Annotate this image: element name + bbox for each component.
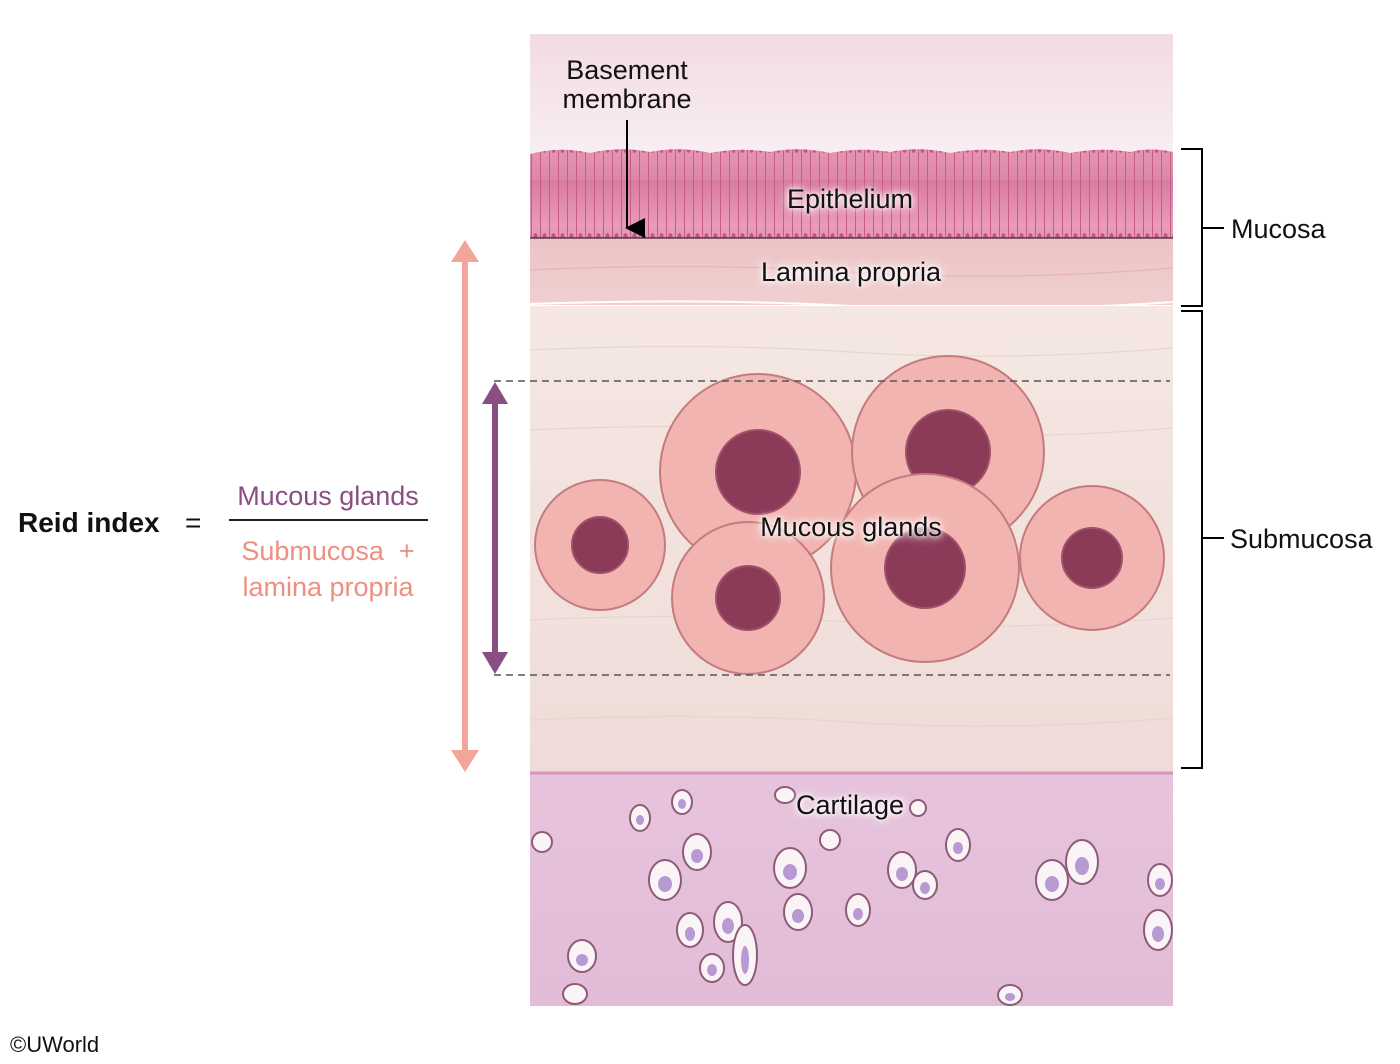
basement-membrane-label: Basement membrane (562, 55, 692, 114)
gland-acinus (659, 373, 857, 571)
chondrocytes (531, 786, 1173, 1006)
submucosa-lamina-propria-arrow (451, 240, 479, 772)
mucosa-bracket (1181, 148, 1224, 307)
formula-numerator: Mucous glands (237, 481, 419, 511)
gland-acinus (1019, 485, 1165, 631)
reid-index-term: Reid index (18, 507, 160, 538)
top-lumen-layer (530, 34, 1173, 154)
lamina-propria-fiber (529, 265, 1174, 277)
mucous-gland-arrow (482, 382, 508, 674)
mucous-glands-label: Mucous glands (760, 512, 942, 542)
formula-denominator-line1: Submucosa + (241, 536, 415, 566)
lamina-propria-label: Lamina propria (760, 257, 942, 287)
submucosa-label: Submucosa (1230, 524, 1373, 554)
credit-text: ©UWorld (10, 1032, 100, 1057)
submucosa-bracket (1181, 310, 1224, 769)
equals-sign: = (185, 507, 202, 538)
gland-acinus (534, 479, 666, 611)
mucous-gland-acini (534, 355, 1165, 675)
formula-denominator-line2: lamina propria (242, 572, 414, 602)
mucosa-label: Mucosa (1231, 214, 1326, 244)
epithelium-label: Epithelium (786, 184, 914, 214)
epithelium-layer (530, 149, 1173, 238)
gland-acinus (671, 521, 825, 675)
cartilage-label: Cartilage (795, 790, 905, 820)
gland-acinus (830, 473, 1020, 663)
